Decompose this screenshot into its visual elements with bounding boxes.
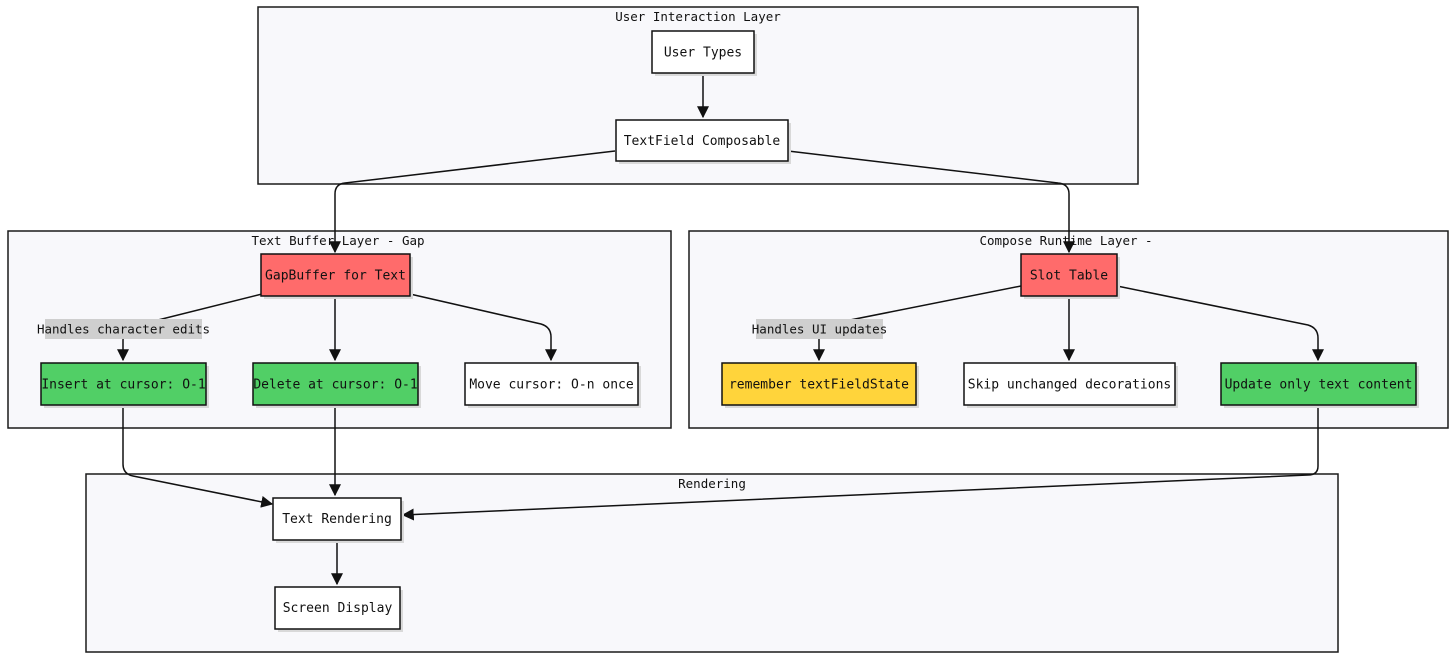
edge-slottable-update [1116,285,1324,362]
node-label: Insert at cursor: O-1 [41,378,205,393]
node-label: Slot Table [1030,269,1108,284]
edge-label-text: Handles character edits [37,322,210,337]
edge-textfield-gapbuffer [329,150,616,254]
cluster-title: Compose Runtime Layer - [979,233,1152,248]
node-slot-table[interactable]: Slot Table [1020,253,1120,299]
node-remember-textfieldstate[interactable]: remember textFieldState [721,362,919,408]
edge-gapbuffer-move [409,293,557,362]
node-skip-unchanged-decorations[interactable]: Skip unchanged decorations [963,362,1178,408]
node-label: Screen Display [283,601,393,616]
cluster-title: Text Buffer Layer - Gap [251,233,424,248]
node-user-types[interactable]: User Types [651,30,757,76]
node-update-only-text-content[interactable]: Update only text content [1220,362,1419,408]
node-label: TextField Composable [624,134,781,149]
edge-update-textrendering [401,405,1319,521]
node-gapbuffer-for-text[interactable]: GapBuffer for Text [260,253,413,299]
node-label: Move cursor: O-n once [469,378,634,393]
edge-label-handles-character-edits: Handles character edits [37,319,210,339]
node-label: User Types [664,46,742,61]
cluster-title: Rendering [678,476,746,491]
node-insert-at-cursor[interactable]: Insert at cursor: O-1 [40,362,209,408]
edge-label-text: Handles UI updates [752,322,887,337]
node-label: GapBuffer for Text [265,269,406,284]
cluster-title: User Interaction Layer [615,9,781,24]
edge-insert-textrendering [122,405,274,508]
node-move-cursor[interactable]: Move cursor: O-n once [464,362,641,408]
node-textfield-composable[interactable]: TextField Composable [615,119,791,164]
node-label: Delete at cursor: O-1 [253,378,417,393]
edge-textfield-slottable [787,150,1075,254]
edge-label-handles-ui-updates: Handles UI updates [752,319,887,339]
node-screen-display[interactable]: Screen Display [274,586,403,632]
node-label: Text Rendering [282,512,392,527]
node-label: remember textFieldState [729,378,909,393]
node-label: Skip unchanged decorations [968,378,1172,393]
node-delete-at-cursor[interactable]: Delete at cursor: O-1 [252,362,421,408]
node-label: Update only text content [1225,378,1413,393]
node-text-rendering[interactable]: Text Rendering [272,497,404,543]
